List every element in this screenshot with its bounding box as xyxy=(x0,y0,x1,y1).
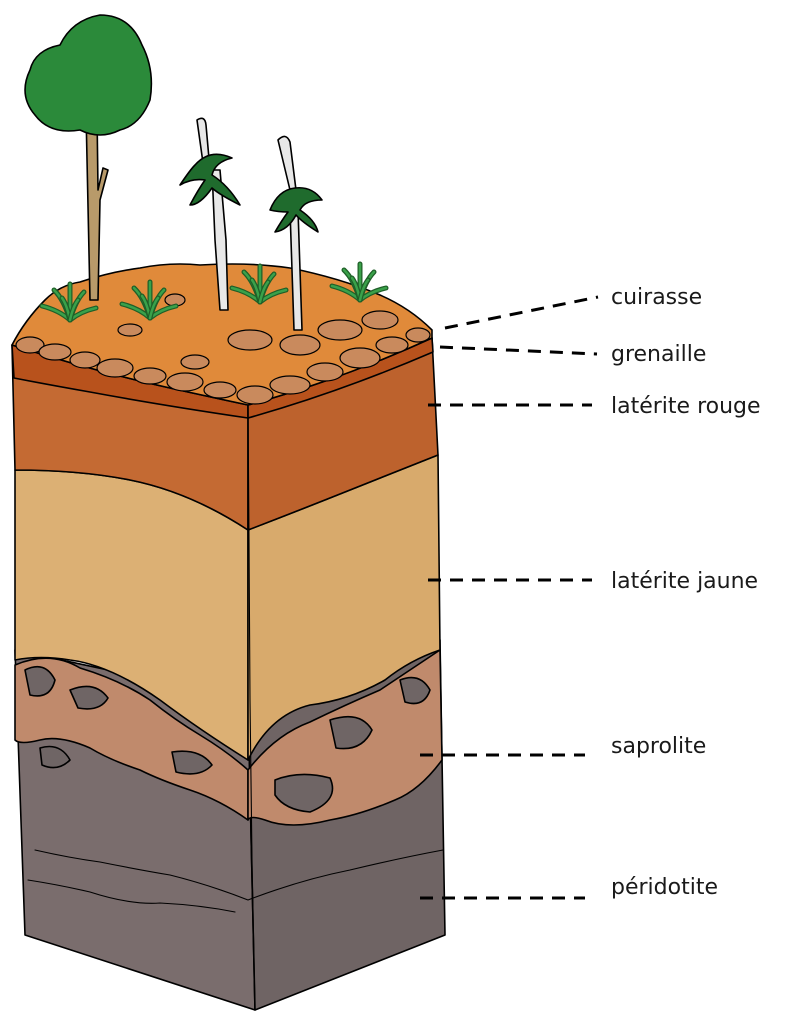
nodule xyxy=(340,348,380,368)
nodule xyxy=(270,376,310,394)
nodule xyxy=(204,382,236,398)
nodule xyxy=(318,320,362,340)
layer-labels: cuirasse grenaille latérite rouge latéri… xyxy=(420,285,761,900)
nodule xyxy=(237,386,273,404)
nodule xyxy=(181,355,209,369)
nodule xyxy=(362,311,398,329)
label-saprolite: saprolite xyxy=(611,734,706,759)
nodule xyxy=(70,352,100,368)
nodule xyxy=(39,344,71,360)
nodule xyxy=(280,335,320,355)
palm-stem-top xyxy=(278,136,296,190)
leader-line-cuirasse xyxy=(445,297,598,328)
nodule xyxy=(406,328,430,342)
nodule xyxy=(118,324,142,336)
nodule xyxy=(97,359,133,377)
label-grenaille: grenaille xyxy=(611,342,706,367)
nodule xyxy=(376,337,408,353)
label-peridotite: péridotite xyxy=(611,875,718,900)
label-laterite-rouge: latérite rouge xyxy=(611,394,761,419)
soil-column xyxy=(12,338,445,1010)
label-laterite-jaune: latérite jaune xyxy=(611,569,758,594)
nodule xyxy=(228,330,272,350)
tree-trunk xyxy=(86,112,108,300)
nodule xyxy=(167,373,203,391)
palm-crown xyxy=(180,154,240,205)
leader-line-grenaille xyxy=(440,347,597,354)
nodule xyxy=(307,363,343,381)
tree-canopy xyxy=(25,15,151,135)
label-cuirasse: cuirasse xyxy=(611,285,702,310)
nodule xyxy=(134,368,166,384)
